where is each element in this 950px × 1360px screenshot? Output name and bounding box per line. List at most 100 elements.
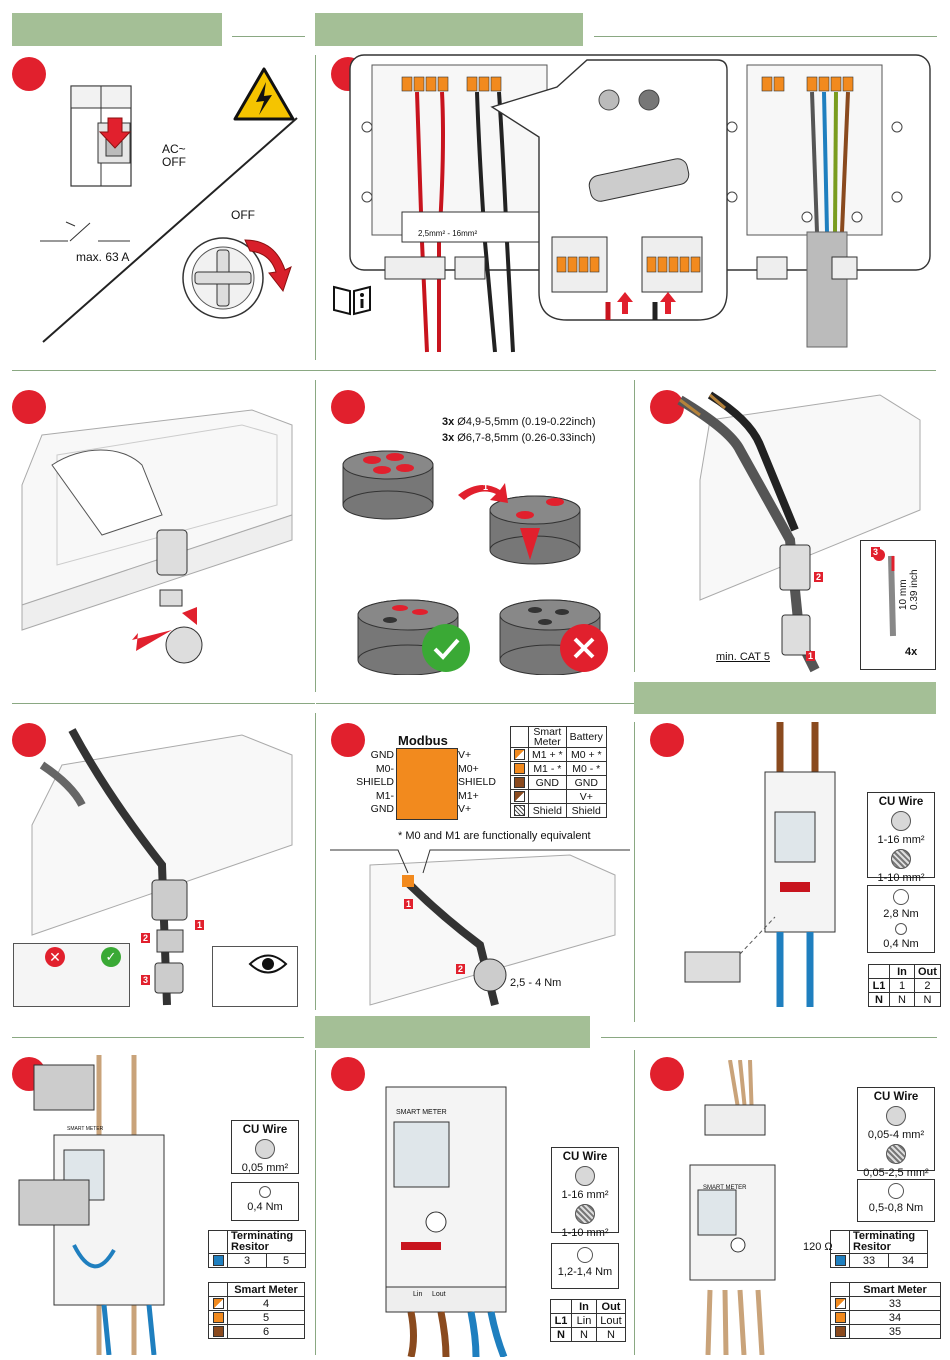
table-cell: GND	[528, 775, 567, 790]
section-header-1	[12, 13, 222, 46]
diagonal-separator	[42, 117, 298, 343]
table-header: Terminating Resitor	[849, 1230, 928, 1254]
row-rule	[12, 703, 315, 705]
max-current-label: max. 63 A	[76, 250, 130, 264]
modbus-right-labels: V+ M0+ SHIELD M1+ V+	[458, 749, 504, 817]
table-header: Smart Meter	[227, 1282, 305, 1297]
table-header: In	[889, 964, 915, 979]
table-header	[550, 1299, 572, 1314]
table-cell: 4	[227, 1296, 305, 1311]
arrow-step-number: 1	[404, 899, 414, 909]
row-rule	[12, 370, 936, 372]
table-cell: 34	[849, 1310, 941, 1325]
modbus-pin-label: M0+	[458, 762, 479, 775]
step-marker	[650, 1057, 684, 1091]
section-header-3	[634, 682, 936, 714]
step-marker	[12, 57, 46, 91]
cu-wire-title: CU Wire	[562, 1151, 608, 1163]
lout-label: Lout	[432, 1291, 446, 1298]
step-marker	[650, 390, 684, 424]
cross-icon: ✕	[45, 947, 65, 967]
torque-value: 1,2-1,4 Nm	[557, 1266, 613, 1278]
table-cell: 34	[888, 1253, 928, 1268]
strip-length-label: 10 mm 0.39 inch	[898, 569, 920, 610]
row-rule	[316, 703, 634, 705]
smart-meter-drawing	[689, 1060, 776, 1355]
table-cell: M1 + *	[528, 747, 567, 762]
cu-wire-solid: 1-16 mm²	[561, 1189, 609, 1201]
cu-wire-box: CU Wire 1-16 mm² 1-10 mm²	[867, 792, 935, 884]
torque-label: 2,5 - 4 Nm	[510, 977, 562, 989]
table-cell: N	[914, 992, 941, 1007]
table-header: Smart Meter	[528, 726, 567, 748]
modbus-pin-label: M1-	[375, 789, 394, 802]
seal-orientation-box	[212, 946, 298, 1007]
table-cell: L1	[868, 978, 890, 993]
row-rule	[601, 1037, 937, 1039]
smart-meter-drawing	[385, 1086, 508, 1357]
torque-box: 1,2-1,4 Nm	[551, 1243, 619, 1289]
table-cell: 3	[227, 1253, 267, 1268]
table-cell: 1	[889, 978, 915, 993]
torque-box: 2,8 Nm 0,4 Nm	[867, 885, 935, 953]
arrow-step-number: 3	[141, 975, 151, 985]
table-cell: 35	[849, 1324, 941, 1339]
step-marker	[12, 390, 46, 424]
inverter-housing-drawing	[21, 409, 293, 664]
step-marker	[12, 723, 46, 757]
table-cell: Shield	[565, 803, 607, 818]
modbus-pin-label: GND	[370, 803, 394, 815]
table-cell: Lout	[596, 1313, 626, 1328]
cu-wire-box: CU Wire 0,05-4 mm² 0,05-2,5 mm²	[857, 1087, 935, 1179]
resistor-ohm-label: 120 Ω	[803, 1241, 833, 1253]
check-icon: ✓	[101, 947, 121, 967]
cable-type-label: min. CAT 5	[716, 651, 770, 663]
cu-wire-title: CU Wire	[878, 796, 924, 808]
modbus-terminal-block	[396, 748, 458, 820]
table-cell: N	[571, 1327, 597, 1342]
modbus-pin-label: SHIELD	[458, 776, 496, 788]
screw-icon	[888, 1183, 904, 1199]
row-rule	[12, 1037, 304, 1039]
arrow-step-number: 2	[141, 933, 151, 943]
table-header: Out	[914, 964, 941, 979]
arrow-step-number: 1	[806, 651, 816, 661]
solid-wire-icon	[575, 1166, 595, 1186]
modbus-cable-drawing	[330, 849, 630, 1006]
modbus-pin-label: GND	[370, 749, 394, 761]
step-marker	[331, 723, 365, 757]
diameter-line-2: 3x Ø6,7-8,5mm (0.26-0.33inch)	[442, 432, 596, 444]
table-cell	[528, 789, 567, 804]
arrow-step-number: 2	[814, 572, 824, 582]
meter-label: SMART METER	[67, 1126, 104, 1132]
table-cell: M0 - *	[565, 761, 607, 776]
modbus-pin-label: SHIELD	[356, 776, 394, 788]
inverter-terminal-icon	[349, 54, 931, 353]
panel-divider	[634, 380, 636, 672]
solid-wire-icon	[255, 1139, 275, 1159]
modbus-pin-label: V+	[458, 749, 472, 761]
table-header: Smart Meter	[849, 1282, 941, 1297]
stranded-wire-icon	[886, 1144, 906, 1164]
meter-label: SMART METER	[396, 1109, 447, 1116]
diameter-line-1: 3x Ø4,9-5,5mm (0.19-0.22inch)	[442, 416, 596, 428]
smart-meter-table: Smart Meter 4 5 6	[208, 1282, 305, 1339]
torque-value-1: 2,8 Nm	[883, 908, 919, 920]
smart-meter-drawing	[684, 722, 836, 1007]
table-header: In	[571, 1299, 597, 1314]
panel-divider	[315, 713, 317, 1010]
table-cell: 6	[227, 1324, 305, 1339]
table-cell: L1	[550, 1313, 572, 1328]
table-cell: V+	[565, 789, 607, 804]
table-cell: M1 - *	[528, 761, 567, 776]
cu-wire-box: CU Wire 0,05 mm²	[231, 1120, 299, 1174]
cu-wire-title: CU Wire	[873, 1091, 919, 1103]
arrow-step-number: 3	[871, 547, 881, 557]
cu-wire-stranded: 1-10 mm²	[877, 872, 925, 884]
gland-assembly-drawing	[31, 728, 293, 1006]
solid-wire-icon	[886, 1106, 906, 1126]
